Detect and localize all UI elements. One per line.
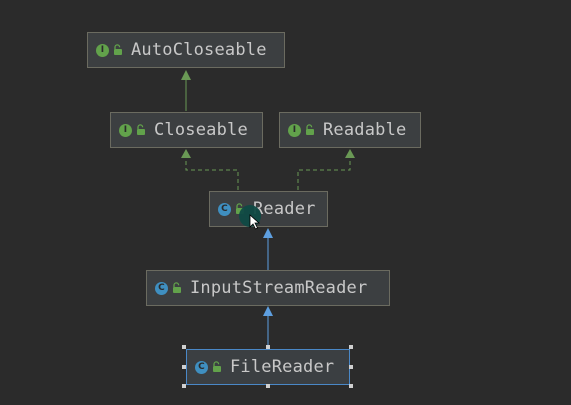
node-label: Readable — [323, 120, 407, 140]
interface-icon: I — [96, 43, 109, 57]
arrowhead-inputstreamreader — [263, 306, 273, 316]
class-icon: C — [155, 281, 168, 295]
node-reader[interactable]: C Reader — [209, 191, 328, 227]
arrowhead-closeable — [181, 149, 191, 158]
class-icon: C — [195, 360, 208, 374]
unlocked-padlock-icon — [306, 124, 314, 135]
unlocked-padlock-icon — [114, 44, 122, 55]
selection-handle-bottom-right[interactable] — [349, 384, 353, 388]
node-autocloseable[interactable]: I AutoCloseable — [87, 32, 285, 68]
unlocked-padlock-icon — [173, 282, 181, 293]
node-label: FileReader — [230, 357, 335, 377]
edge-reader-closeable — [185, 158, 239, 190]
selection-handle-bottom-left[interactable] — [182, 384, 186, 388]
selection-handle-top-middle[interactable] — [266, 345, 270, 349]
arrowhead-reader — [263, 228, 273, 238]
arrowhead-autocloseable — [181, 70, 191, 80]
selection-handle-top-right[interactable] — [349, 345, 353, 349]
interface-icon: I — [288, 123, 301, 137]
unlocked-padlock-icon — [213, 361, 221, 372]
node-readable[interactable]: I Readable — [279, 112, 421, 148]
edge-reader-readable — [297, 158, 351, 190]
node-label: AutoCloseable — [131, 40, 267, 60]
node-closeable[interactable]: I Closeable — [110, 112, 263, 148]
selection-handle-middle-left[interactable] — [182, 365, 186, 369]
node-inputstreamreader[interactable]: C InputStreamReader — [146, 270, 390, 306]
arrowhead-readable — [345, 149, 355, 158]
selection-handle-middle-right[interactable] — [349, 365, 353, 369]
interface-icon: I — [119, 123, 132, 137]
class-icon: C — [218, 202, 231, 216]
unlocked-padlock-icon — [137, 124, 145, 135]
node-label: Reader — [253, 199, 316, 219]
node-label: Closeable — [154, 120, 248, 140]
node-filereader[interactable]: C FileReader — [186, 349, 350, 385]
node-label: InputStreamReader — [190, 278, 368, 298]
selection-handle-top-left[interactable] — [182, 345, 186, 349]
selection-handle-bottom-middle[interactable] — [266, 384, 270, 388]
mouse-pointer-icon — [249, 214, 261, 230]
